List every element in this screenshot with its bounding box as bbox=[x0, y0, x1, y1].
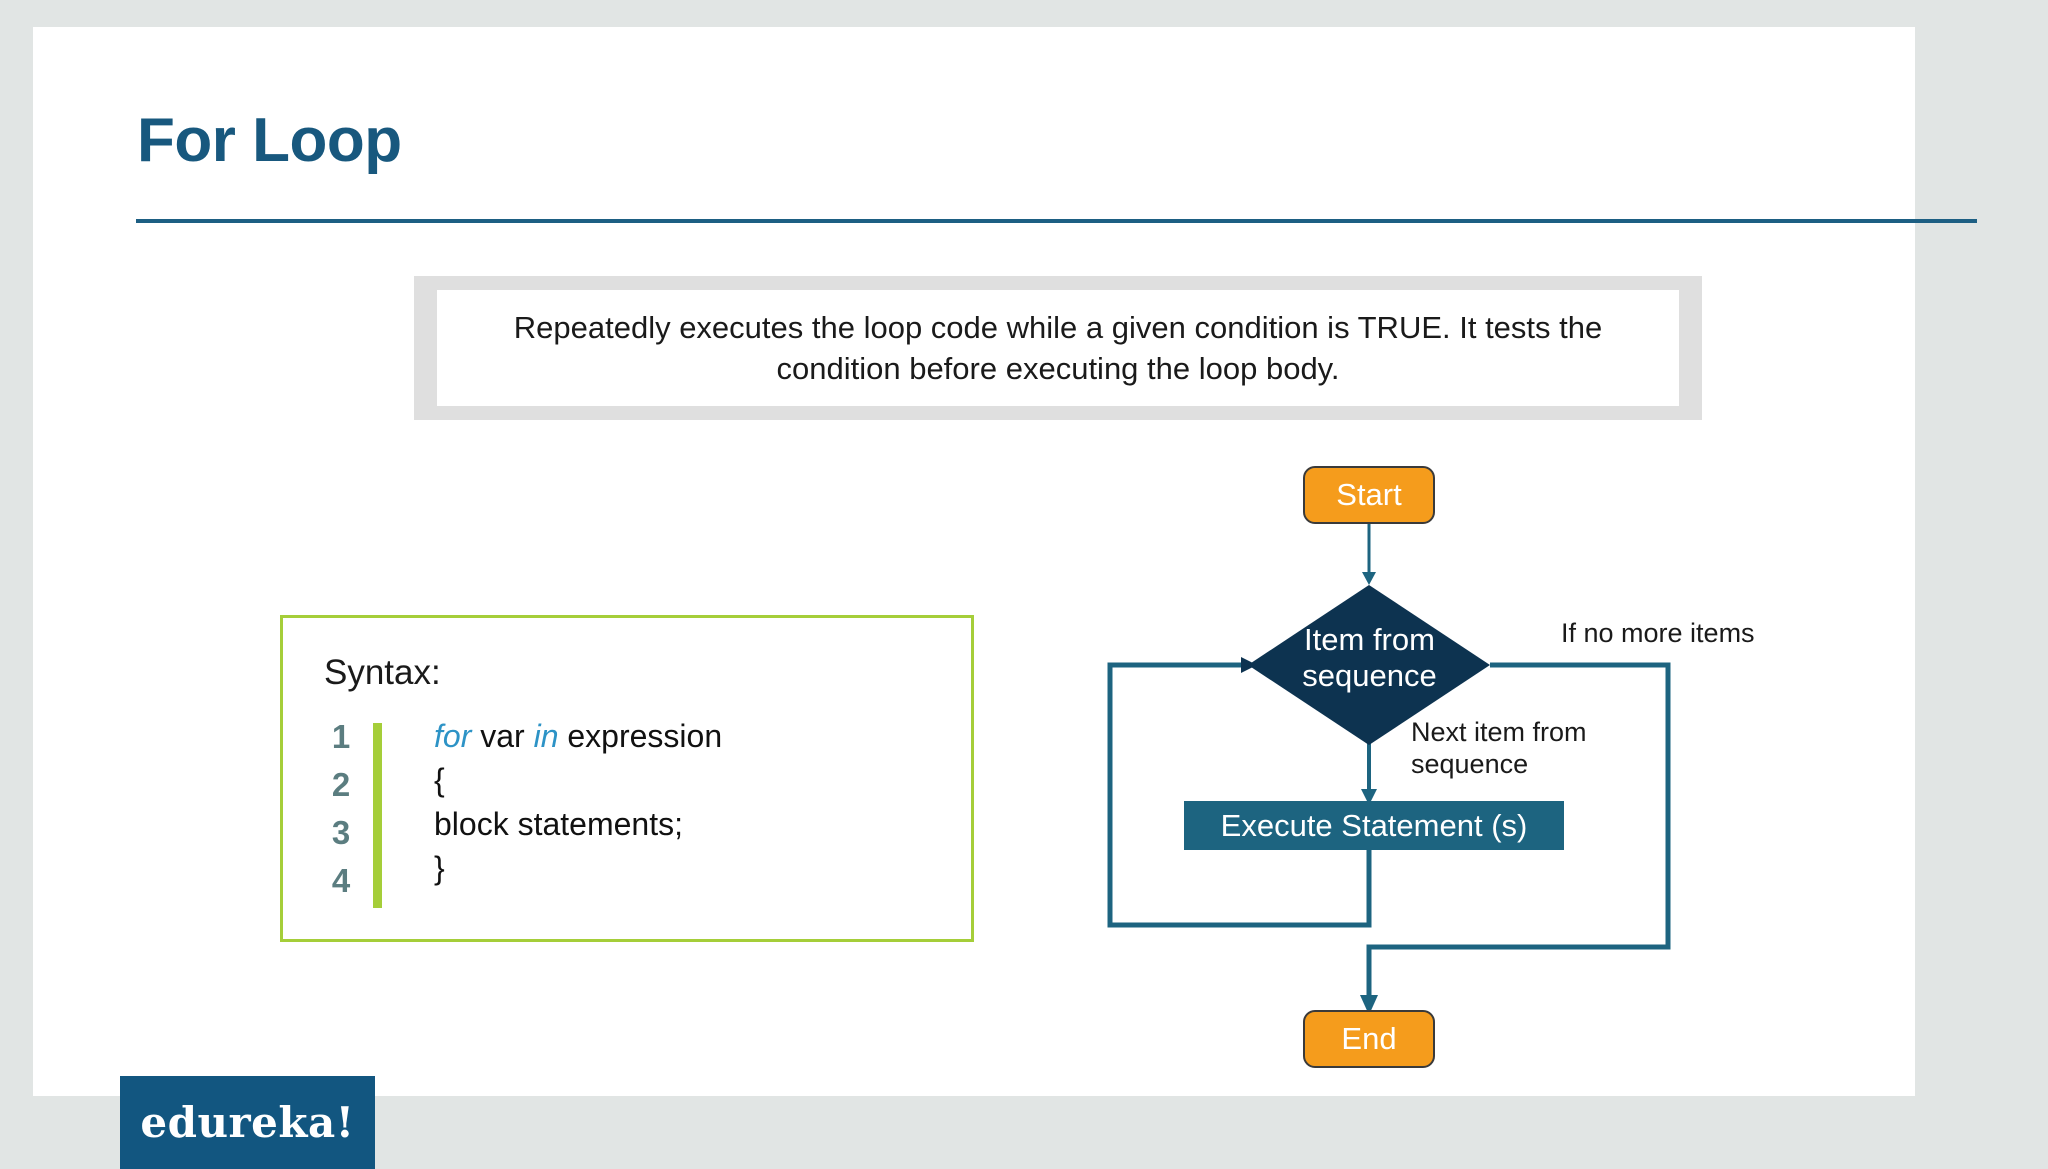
title-divider bbox=[136, 219, 1977, 223]
keyword-in: in bbox=[533, 718, 559, 754]
code-line-numbers: 1 2 3 4 bbox=[315, 718, 367, 910]
code-text: expression bbox=[558, 718, 723, 754]
flow-edge-label-next-item: Next item from sequence bbox=[1411, 717, 1587, 780]
flow-edge-label-no-more-items: If no more items bbox=[1561, 618, 1755, 648]
code-block: 1 2 3 4 for var in expression { block st… bbox=[315, 718, 722, 910]
flow-node-execute-statement[interactable]: Execute Statement (s) bbox=[1184, 801, 1564, 850]
edureka-logo-text: edureka! bbox=[140, 1098, 355, 1147]
code-line-number: 3 bbox=[331, 814, 351, 851]
page-title: For Loop bbox=[137, 106, 402, 175]
flow-node-end[interactable]: End bbox=[1303, 1010, 1435, 1068]
code-gutter-bar bbox=[373, 723, 382, 908]
code-line-number: 2 bbox=[331, 766, 351, 803]
slide-canvas: For Loop Repeatedly executes the loop co… bbox=[33, 27, 1977, 1096]
code-line-number: 1 bbox=[331, 718, 351, 755]
code-line-4: } bbox=[434, 850, 445, 886]
code-line-2: { bbox=[434, 762, 445, 798]
edureka-logo: edureka! bbox=[120, 1076, 375, 1169]
code-line-3: block statements; bbox=[434, 806, 683, 842]
description-box: Repeatedly executes the loop code while … bbox=[437, 290, 1679, 406]
description-text: Repeatedly executes the loop code while … bbox=[513, 309, 1603, 386]
code-line-number: 4 bbox=[331, 862, 351, 899]
flow-node-decision-label: Item from sequence bbox=[1302, 622, 1437, 693]
keyword-for: for bbox=[434, 718, 472, 754]
code-lines: for var in expression { block statements… bbox=[434, 718, 722, 894]
syntax-label: Syntax: bbox=[324, 653, 441, 692]
code-text: var bbox=[471, 718, 534, 754]
syntax-card: Syntax: 1 2 3 4 for var in expression { … bbox=[280, 615, 974, 942]
flow-node-start[interactable]: Start bbox=[1303, 466, 1435, 524]
code-line-1: for var in expression bbox=[434, 718, 722, 762]
